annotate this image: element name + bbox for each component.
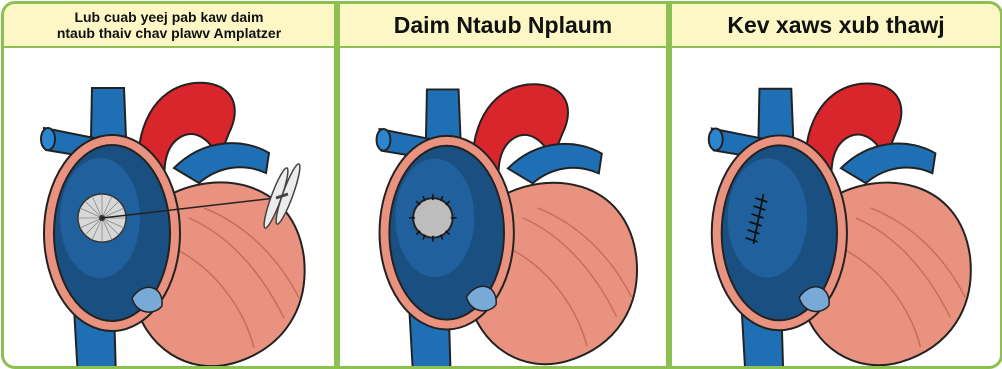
panel-title-text: Kev xaws xub thawj — [727, 12, 944, 39]
heart-illustration — [340, 48, 666, 366]
patch-icon — [409, 194, 456, 241]
panel-title-line-1: Lub cuab yeej pab kaw daim — [57, 9, 281, 25]
panel-suture: Kev xaws xub thawj — [672, 4, 1000, 366]
panel-title-text: Daim Ntaub Nplaum — [394, 12, 613, 39]
heart-illustration — [672, 48, 1000, 366]
panel-title: Lub cuab yeej pab kaw daim ntaub thaiv c… — [4, 4, 334, 48]
heart-illustration — [4, 48, 334, 366]
panel-amplatzer: Lub cuab yeej pab kaw daim ntaub thaiv c… — [4, 4, 334, 366]
panel-title: Kev xaws xub thawj — [672, 4, 1000, 48]
panel-title: Daim Ntaub Nplaum — [340, 4, 666, 48]
panel-title-line-2: ntaub thaiv chav plawv Amplatzer — [57, 25, 281, 41]
panel-patch: Daim Ntaub Nplaum — [340, 4, 666, 366]
